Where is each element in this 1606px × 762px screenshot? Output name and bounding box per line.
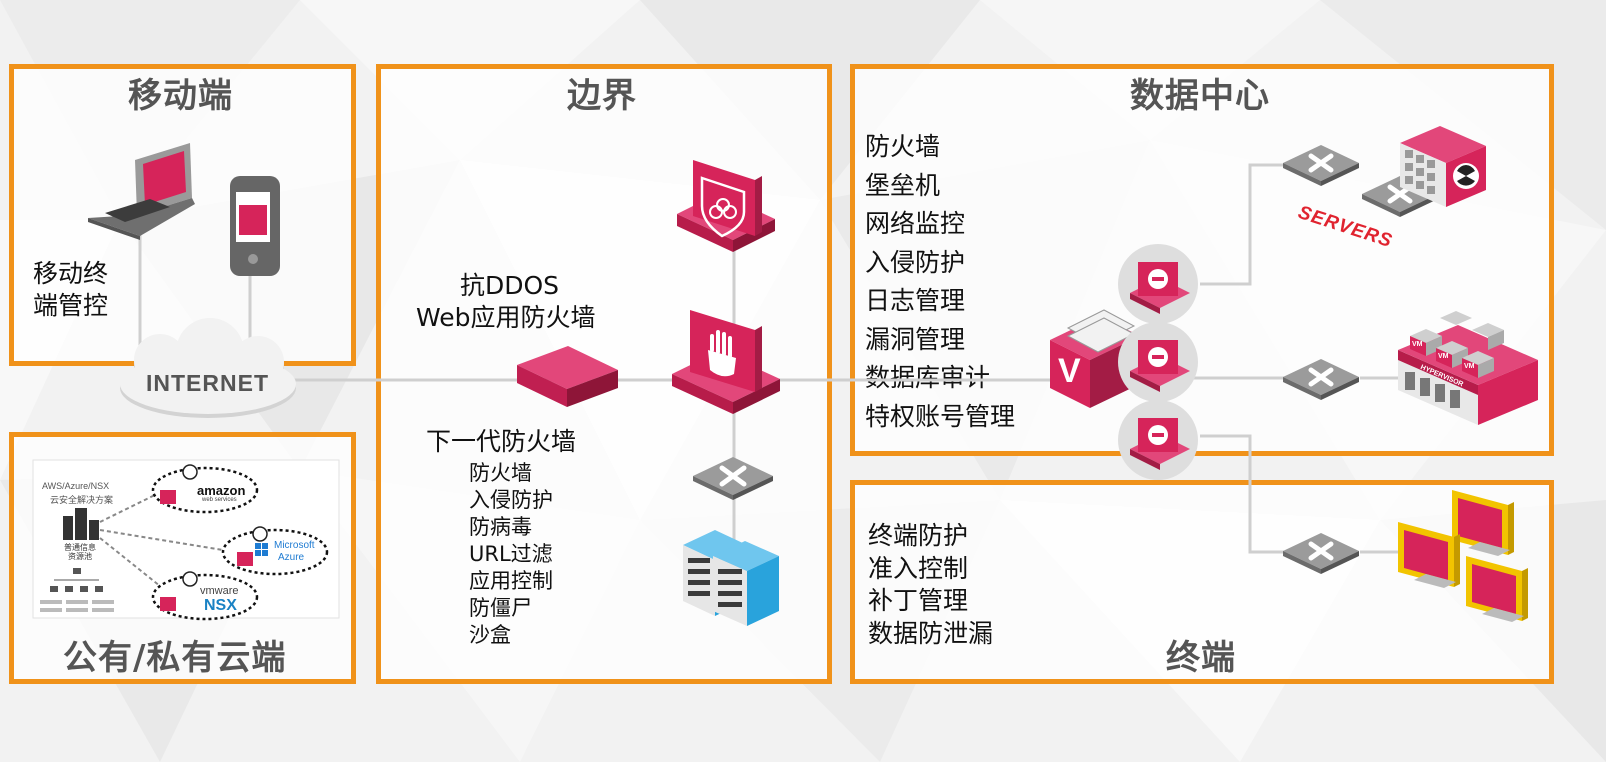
endpoint-feature: 终端防护	[868, 521, 969, 550]
azure-line2: Azure	[278, 552, 305, 563]
endpoint-feature-list: 终端防护 准入控制 补丁管理 数据防泄漏	[868, 520, 993, 650]
vm-label: VM	[1412, 341, 1423, 348]
mobile-label-line1: 移动终	[33, 259, 109, 288]
vm-label: VM	[1464, 363, 1475, 370]
mobile-label-line2: 端管控	[33, 291, 109, 320]
vm-label: VM	[1438, 353, 1449, 360]
datacenter-feature-list: 防火墙 堡垒机 网络监控 入侵防护 日志管理 漏洞管理 数据库审计 特权账号管理	[865, 128, 1015, 436]
vmware-line1: vmware	[200, 585, 239, 597]
cloud-caption-line1: AWS/Azure/NSX	[42, 481, 110, 491]
endpoint-title: 终端	[1166, 638, 1236, 678]
ngfw-feature: 防火墙	[469, 461, 532, 485]
ngfw-feature: 应用控制	[469, 569, 553, 593]
datacenter-feature: 数据库审计	[865, 363, 991, 392]
endpoint-feature: 数据防泄漏	[868, 618, 994, 648]
datacenter-feature: 入侵防护	[865, 247, 966, 277]
ngfw-feature-list: 防火墙 入侵防护 防病毒 URL过滤 应用控制 防僵尸 沙盒	[469, 460, 553, 649]
aws-brand: amazon	[197, 483, 246, 498]
datacenter-feature: 网络监控	[865, 209, 966, 238]
datacenter-feature: 防火墙	[865, 132, 941, 161]
internet-label: INTERNET	[146, 370, 269, 396]
datacenter-feature: 日志管理	[865, 286, 966, 315]
ngfw-feature: 防僵尸	[469, 596, 532, 620]
datacenter-feature: 漏洞管理	[865, 324, 966, 354]
waf-label: Web应用防火墙	[416, 303, 596, 332]
ngfw-feature: 防病毒	[469, 515, 532, 539]
endpoint-feature: 补丁管理	[868, 586, 969, 615]
vmware-line2: NSX	[204, 597, 237, 614]
aws-sub: web services	[202, 497, 237, 503]
cloud-security-label: 云安全	[260, 467, 336, 496]
boundary-title: 边界	[567, 76, 637, 116]
ngfw-feature: 入侵防护	[469, 488, 553, 512]
azure-line1: Microsoft	[274, 540, 315, 551]
boundary-panel	[376, 64, 832, 684]
datacenter-feature: 堡垒机	[865, 170, 941, 200]
datacenter-feature: 特权账号管理	[865, 401, 1016, 431]
cloud-caption-line2: 云安全解决方案	[50, 495, 114, 505]
mobile-title: 移动端	[128, 76, 233, 116]
cloud-hub-line2: 资源池	[68, 552, 92, 561]
datacenter-title: 数据中心	[1130, 76, 1270, 116]
endpoint-feature: 准入控制	[868, 553, 969, 583]
ngfw-title: 下一代防火墙	[426, 427, 577, 456]
vault-letter: V	[1058, 352, 1081, 390]
cloud-title: 公有/私有云端	[63, 638, 287, 678]
ngfw-feature: URL过滤	[469, 542, 553, 566]
ddos-label: 抗DDOS	[460, 271, 560, 300]
cloud-hub-line1: 普通信息	[64, 543, 96, 552]
ngfw-feature: 沙盒	[469, 623, 511, 647]
